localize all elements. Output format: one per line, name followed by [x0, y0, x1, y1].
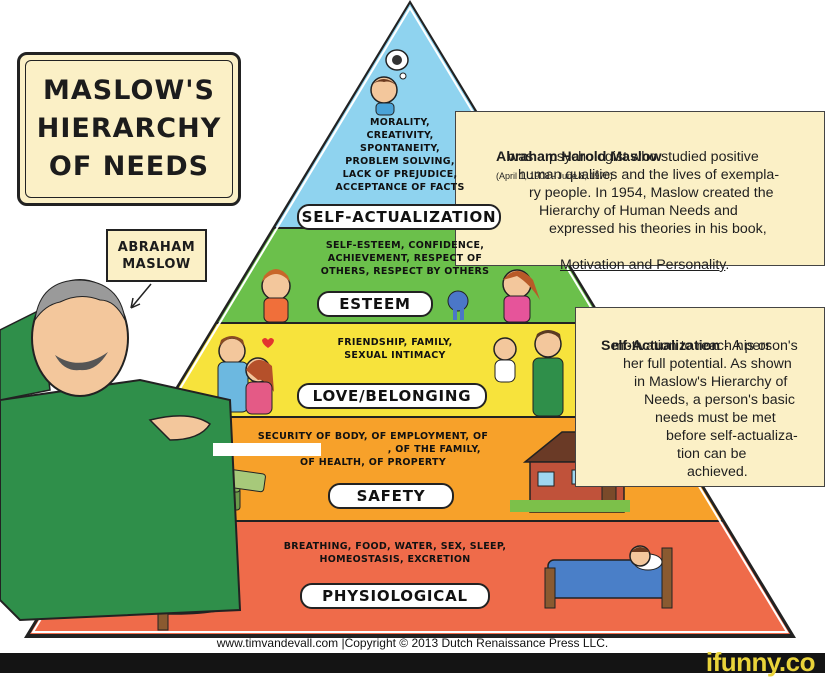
bio-line-5: expressed his theories in his book,: [549, 221, 767, 237]
physiological-description: BREATHING, FOOD, WATER, SEX, SLEEP, HOME…: [270, 540, 520, 566]
bio-line-2: human qualities and the lives of exempla…: [518, 167, 780, 183]
desc-line: SEXUAL INTIMACY: [344, 350, 446, 361]
maslow-cartoon-illustration: [0, 279, 242, 622]
esteem-label: ESTEEM: [317, 291, 433, 317]
definition-line-5: Needs, a person's basic: [644, 392, 795, 408]
title-line-1: MASLOW'S: [43, 75, 215, 106]
name-line-1: ABRAHAM: [117, 239, 196, 255]
love-belonging-description: FRIENDSHIP, FAMILY, SEXUAL INTIMACY: [320, 336, 470, 362]
desc-line: BREATHING, FOOD, WATER, SEX, SLEEP,: [283, 541, 507, 552]
father-lifting-baby-illustration: [493, 330, 564, 417]
desc-line: SELF-ESTEEM, CONFIDENCE,: [325, 240, 485, 251]
definition-line-8: tion can be: [677, 446, 747, 462]
desc-line: ACHIEVEMENT, RESPECT OF: [327, 253, 483, 264]
bio-dates: (April 1, 1908 - June 8, 1970): [496, 171, 613, 181]
desc-line: ACCEPTANCE OF FACTS: [335, 182, 465, 193]
desc-line: SPONTANEITY,: [360, 143, 440, 154]
definition-line-9: achieved.: [687, 464, 748, 480]
bio-book-title: Motivation and Personality: [560, 257, 726, 273]
definition-line-6: needs must be met: [655, 410, 776, 426]
maslow-bio-box: Abraham Harold Maslow (April 1, 1908 - J…: [455, 111, 825, 273]
ifunny-watermark: ifunny.co: [705, 647, 816, 677]
bio-line-4: Hierarchy of Human Needs and: [539, 203, 738, 219]
safety-description: SECURITY OF BODY, OF EMPLOYMENT, OF , OF…: [228, 430, 518, 469]
physiological-label: PHYSIOLOGICAL: [300, 583, 490, 609]
desc-line: PROBLEM SOLVING,: [345, 156, 455, 167]
bio-line-1: was a psychologist who studied positive: [508, 149, 759, 165]
definition-line-2: motivation to reach his or: [612, 338, 771, 354]
love-belonging-label: LOVE/BELONGING: [297, 383, 487, 409]
desc-line: HOMEOSTASIS, EXCRETION: [319, 554, 471, 565]
title-box: MASLOW'S HIERARCHY OF NEEDS: [17, 52, 241, 206]
desc-line: MORALITY,: [370, 117, 430, 128]
definition-line-4: in Maslow's Hierarchy of: [634, 374, 788, 390]
desc-line: OTHERS, RESPECT BY OTHERS: [320, 266, 490, 277]
self-actualization-definition-box: Self-Actualization - A person's motivati…: [575, 307, 825, 487]
definition-line-1: - A person's: [720, 338, 798, 354]
definition-line-3: her full potential. As shown: [623, 356, 792, 372]
bio-book-suffix: .: [725, 257, 730, 273]
safety-label: SAFETY: [328, 483, 454, 509]
title-line-2: HIERARCHY: [36, 113, 222, 144]
definition-term: Self-Actualization: [601, 338, 721, 354]
desc-line: , OF THE FAMILY,: [265, 444, 481, 455]
desc-line: SECURITY OF BODY, OF EMPLOYMENT, OF: [257, 431, 489, 442]
maslow-name-label: ABRAHAM MASLOW: [106, 229, 207, 282]
desc-line: LACK OF PREJUDICE,: [342, 169, 458, 180]
name-line-2: MASLOW: [122, 256, 191, 272]
thinking-boy-illustration: [370, 49, 409, 116]
copyright-footer: www.timvandevall.com |Copyright © 2013 D…: [216, 636, 609, 650]
self-actualization-description: MORALITY, CREATIVITY, SPONTANEITY, PROBL…: [330, 116, 470, 194]
bio-line-3: ry people. In 1954, Maslow created the: [529, 185, 774, 201]
self-actualization-label: SELF-ACTUALIZATION: [297, 204, 501, 230]
definition-line-7: before self-actualiza-: [666, 428, 798, 444]
bio-name: Abraham Harold Maslow: [496, 149, 662, 165]
girl-giving-ribbon-illustration: [261, 269, 540, 323]
redaction-bar: [213, 443, 321, 456]
bottom-bar: [0, 653, 825, 673]
desc-line: OF HEALTH, OF PROPERTY: [299, 457, 447, 468]
sleeping-boy-illustration: [544, 545, 673, 609]
desc-line: CREATIVITY,: [366, 130, 434, 141]
pointer-arrow-icon: [130, 283, 152, 309]
esteem-description: SELF-ESTEEM, CONFIDENCE, ACHIEVEMENT, RE…: [305, 239, 505, 278]
title-line-3: OF NEEDS: [48, 151, 210, 182]
desc-line: FRIENDSHIP, FAMILY,: [337, 337, 453, 348]
